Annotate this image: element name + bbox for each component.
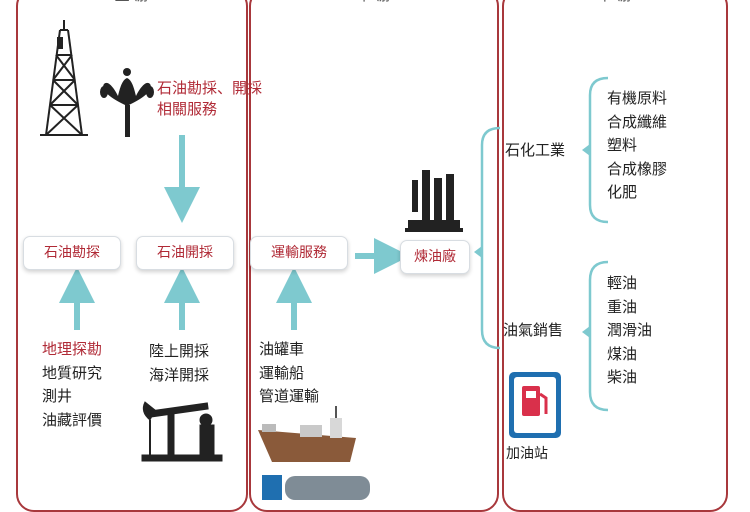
oilgas-item: 重油	[607, 297, 638, 316]
exploration-item: 地理探勘	[42, 340, 103, 358]
oilgas-item: 柴油	[607, 368, 638, 386]
exploration-item: 油藏評價	[42, 410, 103, 429]
oilgas-items: 輕油 重油 潤滑油 煤油 柴油	[607, 272, 652, 390]
petrochem-item: 有機原料	[607, 89, 668, 107]
petrochem-item: 化肥	[607, 183, 638, 201]
exploration-items: 地理探勘 地質研究 測井 油藏評價	[42, 338, 102, 432]
oil-gusher-icon	[100, 68, 154, 137]
oilgas-bracket	[588, 260, 609, 412]
extraction-box: 石油開採	[136, 236, 234, 270]
extraction-item: 海洋開採	[149, 365, 210, 384]
oilgas-label: 油氣銷售	[503, 321, 564, 339]
tanker-truck-icon	[262, 475, 370, 500]
transport-box: 運輸服務	[250, 236, 348, 270]
oilgas-item: 潤滑油	[607, 321, 653, 339]
extraction-item: 陸上開採	[149, 342, 210, 360]
gas-station-label: 加油站	[506, 446, 548, 462]
oilgas-item: 煤油	[607, 344, 638, 363]
main-bracket	[480, 126, 501, 350]
petrochem-item: 合成纖維	[607, 112, 668, 131]
downstream-title: 下 游	[504, 0, 726, 5]
exploration-service-line2: 相關服務	[157, 100, 218, 118]
petrochem-bracket	[588, 76, 609, 224]
exploration-service-line1: 石油勘採、開採	[157, 79, 263, 97]
midstream-title: 中 游	[251, 0, 497, 5]
tanker-ship-icon	[258, 406, 356, 462]
petrochem-bracket-point	[582, 144, 590, 156]
gas-station-icon	[509, 372, 561, 438]
extraction-items: 陸上開採 海洋開採	[149, 340, 209, 387]
main-bracket-point	[474, 246, 482, 258]
exploration-box: 石油勘探	[23, 236, 121, 270]
transport-items: 油罐車 運輸船 管道運輸	[259, 338, 319, 409]
exploration-item: 地質研究	[42, 363, 103, 382]
petrochem-item: 合成橡膠	[607, 159, 668, 178]
oil-derrick-icon	[40, 20, 88, 136]
petrochem-item: 塑料	[607, 136, 638, 154]
exploration-item: 測井	[42, 387, 73, 405]
refinery-box: 煉油廠	[400, 240, 470, 274]
exploration-service-label: 石油勘採、開採 相關服務	[157, 78, 262, 120]
diagram-graphics	[40, 20, 609, 500]
oilgas-item: 輕油	[607, 274, 638, 292]
upstream-title: 上 游	[18, 0, 246, 5]
petrochem-label: 石化工業	[505, 141, 566, 159]
oilgas-bracket-point	[582, 326, 590, 338]
pumpjack-icon	[141, 401, 223, 462]
refinery-icon	[405, 170, 463, 232]
transport-item: 運輸船	[259, 363, 305, 382]
transport-item: 管道運輸	[259, 387, 320, 405]
transport-item: 油罐車	[259, 340, 305, 358]
petrochem-items: 有機原料 合成纖維 塑料 合成橡膠 化肥	[607, 87, 667, 205]
